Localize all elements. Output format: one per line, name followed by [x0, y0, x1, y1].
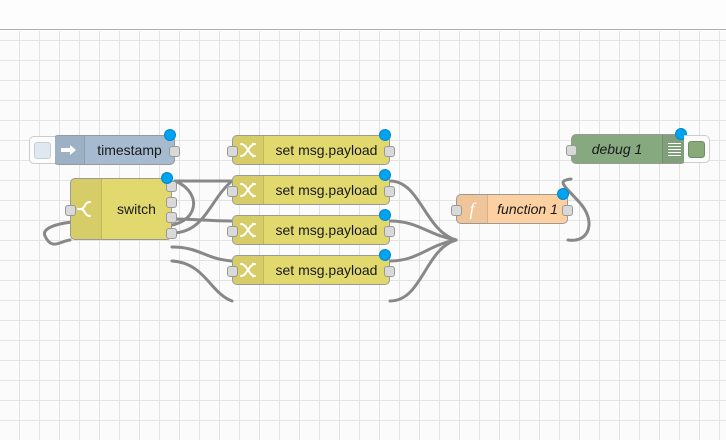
node-label: debug 1 [591, 141, 643, 157]
switch-branch-icon-box [71, 179, 102, 239]
node-input-port[interactable] [451, 204, 462, 216]
node-status-dot [164, 129, 176, 141]
flow-canvas[interactable]: timestamp switch set msg.payload set msg.pa… [0, 31, 726, 440]
node-debug-1[interactable]: debug 1 [566, 128, 710, 164]
node-change-2[interactable]: set msg.payload [227, 169, 395, 205]
inject-button-knob [34, 141, 51, 159]
change-swap-icon [240, 262, 256, 278]
node-output-port-1[interactable] [384, 225, 395, 237]
node-label: set msg.payload [275, 182, 378, 198]
wire[interactable] [388, 238, 458, 303]
node-label: switch [117, 201, 156, 217]
node-input-port[interactable] [227, 265, 238, 277]
node-change-1[interactable]: set msg.payload [227, 129, 395, 165]
node-output-port-1[interactable] [384, 265, 395, 277]
debug-lines-icon [662, 135, 685, 163]
node-status-dot [379, 169, 391, 181]
node-output-port-1[interactable] [169, 145, 180, 157]
node-input-port[interactable] [65, 204, 76, 216]
node-input-port[interactable] [227, 145, 238, 157]
change-swap-icon-box [233, 256, 264, 284]
node-output-port-2[interactable] [166, 196, 177, 208]
node-label: set msg.payload [275, 142, 378, 158]
node-status-dot [379, 129, 391, 141]
node-status-dot [379, 209, 391, 221]
change-swap-icon [240, 142, 256, 158]
node-status-dot [557, 188, 569, 200]
function-f-icon-box: f [457, 195, 488, 223]
change-swap-icon-box [233, 136, 264, 164]
switch-branch-icon [77, 201, 91, 217]
node-switch-1[interactable]: switch [65, 172, 177, 240]
svg-text:f: f [469, 199, 477, 219]
node-change-4[interactable]: set msg.payload [227, 249, 395, 285]
node-label: set msg.payload [275, 262, 378, 278]
node-label: function 1 [497, 201, 558, 217]
node-input-port[interactable] [227, 185, 238, 197]
function-f-icon: f [469, 199, 477, 219]
inject-arrow-icon-box [54, 136, 85, 164]
wire[interactable] [388, 219, 458, 242]
node-label: timestamp [97, 142, 162, 158]
wire[interactable] [170, 179, 234, 235]
node-label: set msg.payload [275, 222, 378, 238]
wire[interactable] [170, 217, 234, 223]
wire[interactable] [388, 238, 458, 263]
node-output-port-4[interactable] [166, 227, 177, 239]
wire[interactable] [170, 245, 234, 263]
node-output-port-1[interactable] [562, 204, 573, 216]
node-change-3[interactable]: set msg.payload [227, 209, 395, 245]
change-swap-icon [240, 182, 256, 198]
node-output-port-3[interactable] [166, 212, 177, 224]
wire[interactable] [170, 259, 234, 303]
node-output-port-1[interactable] [384, 185, 395, 197]
inject-arrow-icon [61, 145, 76, 155]
editor-header-band [0, 0, 726, 30]
node-output-port-1[interactable] [384, 145, 395, 157]
node-input-port[interactable] [227, 225, 238, 237]
inject-trigger-button[interactable] [29, 136, 55, 164]
wire[interactable] [388, 179, 458, 242]
debug-button-knob [688, 140, 705, 158]
node-inject-timestamp[interactable]: timestamp [29, 129, 180, 165]
node-input-port[interactable] [566, 144, 577, 156]
change-swap-icon [240, 222, 256, 238]
node-status-dot [379, 249, 391, 261]
debug-toggle-button[interactable] [684, 135, 710, 163]
change-swap-icon-box [233, 216, 264, 244]
node-status-dot [161, 172, 173, 184]
node-function-1[interactable]: f function 1 [451, 188, 573, 224]
change-swap-icon-box [233, 176, 264, 204]
